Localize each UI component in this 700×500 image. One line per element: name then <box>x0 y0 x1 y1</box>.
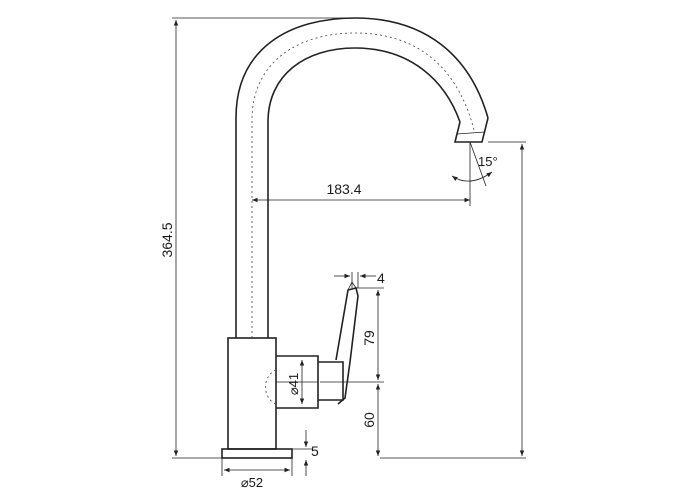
dim-base-height: 5 <box>292 430 319 476</box>
base-plate <box>221 448 293 459</box>
dim-total-height: 364.5 <box>159 17 355 459</box>
dim-body-height: 60 <box>361 384 381 456</box>
spout-outer <box>235 17 489 338</box>
faucet-outline <box>221 17 489 459</box>
spout-inner <box>267 47 461 338</box>
dim-handle-thickness: 4 <box>334 270 385 288</box>
handle-lever <box>335 287 359 405</box>
spout-angle-label: 15° <box>478 154 498 169</box>
dim-spout-angle: 15° <box>451 141 498 187</box>
base-diameter-label: ⌀52 <box>241 475 263 490</box>
spout-centerline <box>251 32 475 338</box>
spout-nozzle <box>453 117 489 143</box>
base-height-label: 5 <box>311 443 319 459</box>
total-height-label: 364.5 <box>159 222 175 257</box>
dim-handle-height: 79 <box>320 287 384 383</box>
spout-reach-label: 183.4 <box>326 181 361 197</box>
body-diameter-label: ⌀41 <box>286 373 301 395</box>
dim-spout-reach: 183.4 <box>252 142 471 206</box>
dim-spout-height <box>380 141 526 459</box>
faucet-body <box>227 337 277 450</box>
handle-height-label: 79 <box>361 330 377 346</box>
handle-thickness-label: 4 <box>377 270 385 286</box>
dim-base-diameter: ⌀52 <box>221 458 293 490</box>
mixer-cap <box>318 361 344 401</box>
dim-body-diameter: ⌀41 <box>276 360 318 404</box>
body-height-label: 60 <box>361 412 377 428</box>
